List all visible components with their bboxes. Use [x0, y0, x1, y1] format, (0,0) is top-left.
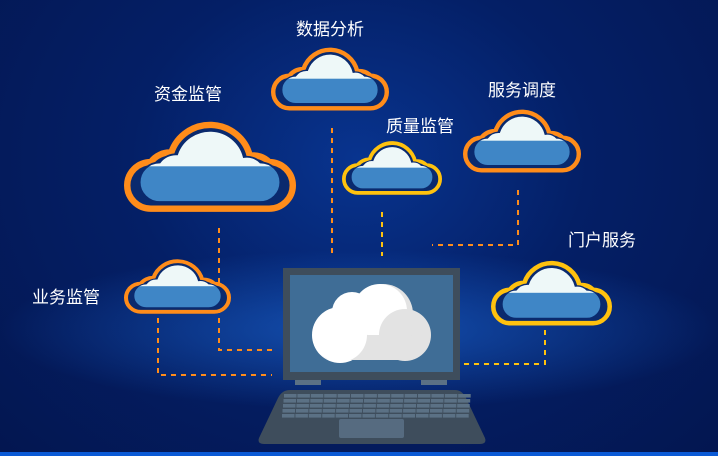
laptop-cloud-icon	[258, 268, 486, 444]
keyboard-key	[443, 404, 457, 408]
keyboard-key	[284, 394, 297, 398]
keyboard-key	[363, 404, 376, 408]
cloud-label-quality: 质量监管	[386, 117, 454, 137]
keyboard-key	[350, 404, 363, 408]
keyboard-key	[457, 404, 470, 408]
keyboard-key	[322, 414, 335, 418]
connectors	[157, 128, 546, 376]
connector-dispatch	[432, 190, 519, 246]
keyboard-key	[335, 414, 349, 418]
connector-fund	[218, 228, 272, 351]
keyboard-key	[443, 409, 456, 413]
keyboard-key	[444, 394, 458, 398]
keyboard-key	[431, 394, 444, 398]
cloud-node-fund[interactable]	[124, 108, 296, 219]
keyboard-key	[309, 404, 323, 408]
keyboard-key	[390, 404, 403, 408]
keyboard-key	[336, 409, 349, 413]
keyboard-key	[295, 414, 308, 418]
keyboard-key	[322, 409, 336, 413]
keyboard-key	[417, 399, 430, 403]
keyboard-key	[430, 399, 444, 403]
cloud-node-data[interactable]	[271, 38, 389, 116]
keyboard-key	[323, 404, 336, 408]
keyboard-key	[336, 404, 350, 408]
keyboard-key	[310, 399, 323, 403]
keyboard-key	[403, 409, 416, 413]
keyboard-key	[429, 414, 442, 418]
cloud-label-data: 数据分析	[296, 20, 364, 40]
connector-business	[157, 318, 272, 376]
keyboard-key	[391, 394, 404, 398]
keyboard-key	[295, 409, 309, 413]
cloud-node-portal[interactable]	[491, 251, 612, 331]
keyboard-key	[376, 404, 390, 408]
keyboard-key	[442, 414, 456, 418]
keyboard-key	[337, 399, 350, 403]
keyboard-key	[377, 394, 391, 398]
keyboard-key	[283, 399, 296, 403]
keyboard-key	[350, 399, 363, 403]
keyboard-key	[404, 399, 417, 403]
keyboard-key	[283, 404, 296, 408]
screen-cloud-icon	[312, 284, 431, 363]
keyboard-key	[416, 409, 429, 413]
keyboard-key	[402, 414, 416, 418]
keyboard-key	[456, 409, 470, 413]
keyboard-key	[297, 394, 310, 398]
keyboard-key	[376, 409, 389, 413]
keyboard-key	[364, 394, 377, 398]
keyboard-key	[308, 414, 322, 418]
cloud-node-quality[interactable]	[341, 133, 443, 199]
keyboard-key	[296, 404, 309, 408]
keyboard-key	[323, 399, 337, 403]
keyboard-key	[282, 409, 295, 413]
keyboard-key	[363, 399, 377, 403]
keyboard-key	[337, 394, 351, 398]
keyboard-key	[403, 404, 417, 408]
keyboard-key	[456, 414, 469, 418]
keyboard-key	[430, 404, 443, 408]
cloud-node-dispatch[interactable]	[463, 100, 581, 178]
keyboard-key	[362, 414, 375, 418]
keyboard-key	[309, 409, 322, 413]
cloud-label-dispatch: 服务调度	[488, 81, 556, 101]
keyboard-key	[418, 394, 431, 398]
cloud-label-business: 业务监管	[32, 288, 100, 308]
keyboard-key	[349, 414, 362, 418]
connector-portal	[462, 330, 546, 365]
keyboard-key	[458, 394, 471, 398]
keyboard-key	[362, 409, 376, 413]
keyboard-key	[310, 394, 324, 398]
keyboard-key	[417, 404, 430, 408]
keyboard-key	[457, 399, 471, 403]
cloud-label-portal: 门户服务	[568, 231, 636, 251]
keyboard-key	[429, 409, 443, 413]
keyboard-key	[377, 399, 390, 403]
keyboard-key	[296, 399, 310, 403]
keyboard-key	[444, 399, 457, 403]
keyboard-key	[416, 414, 429, 418]
keyboard-key	[349, 409, 362, 413]
keyboard-key	[389, 414, 402, 418]
keyboard-key	[282, 414, 295, 418]
cloud-label-fund: 资金监管	[154, 85, 222, 105]
keyboard-key	[389, 409, 403, 413]
keyboard-key	[324, 394, 337, 398]
keyboard-key	[351, 394, 364, 398]
keyboard-key	[404, 394, 418, 398]
bottom-accent-bar	[0, 452, 718, 456]
keyboard-key	[390, 399, 404, 403]
cloud-node-business[interactable]	[124, 251, 231, 318]
keyboard-key	[375, 414, 389, 418]
